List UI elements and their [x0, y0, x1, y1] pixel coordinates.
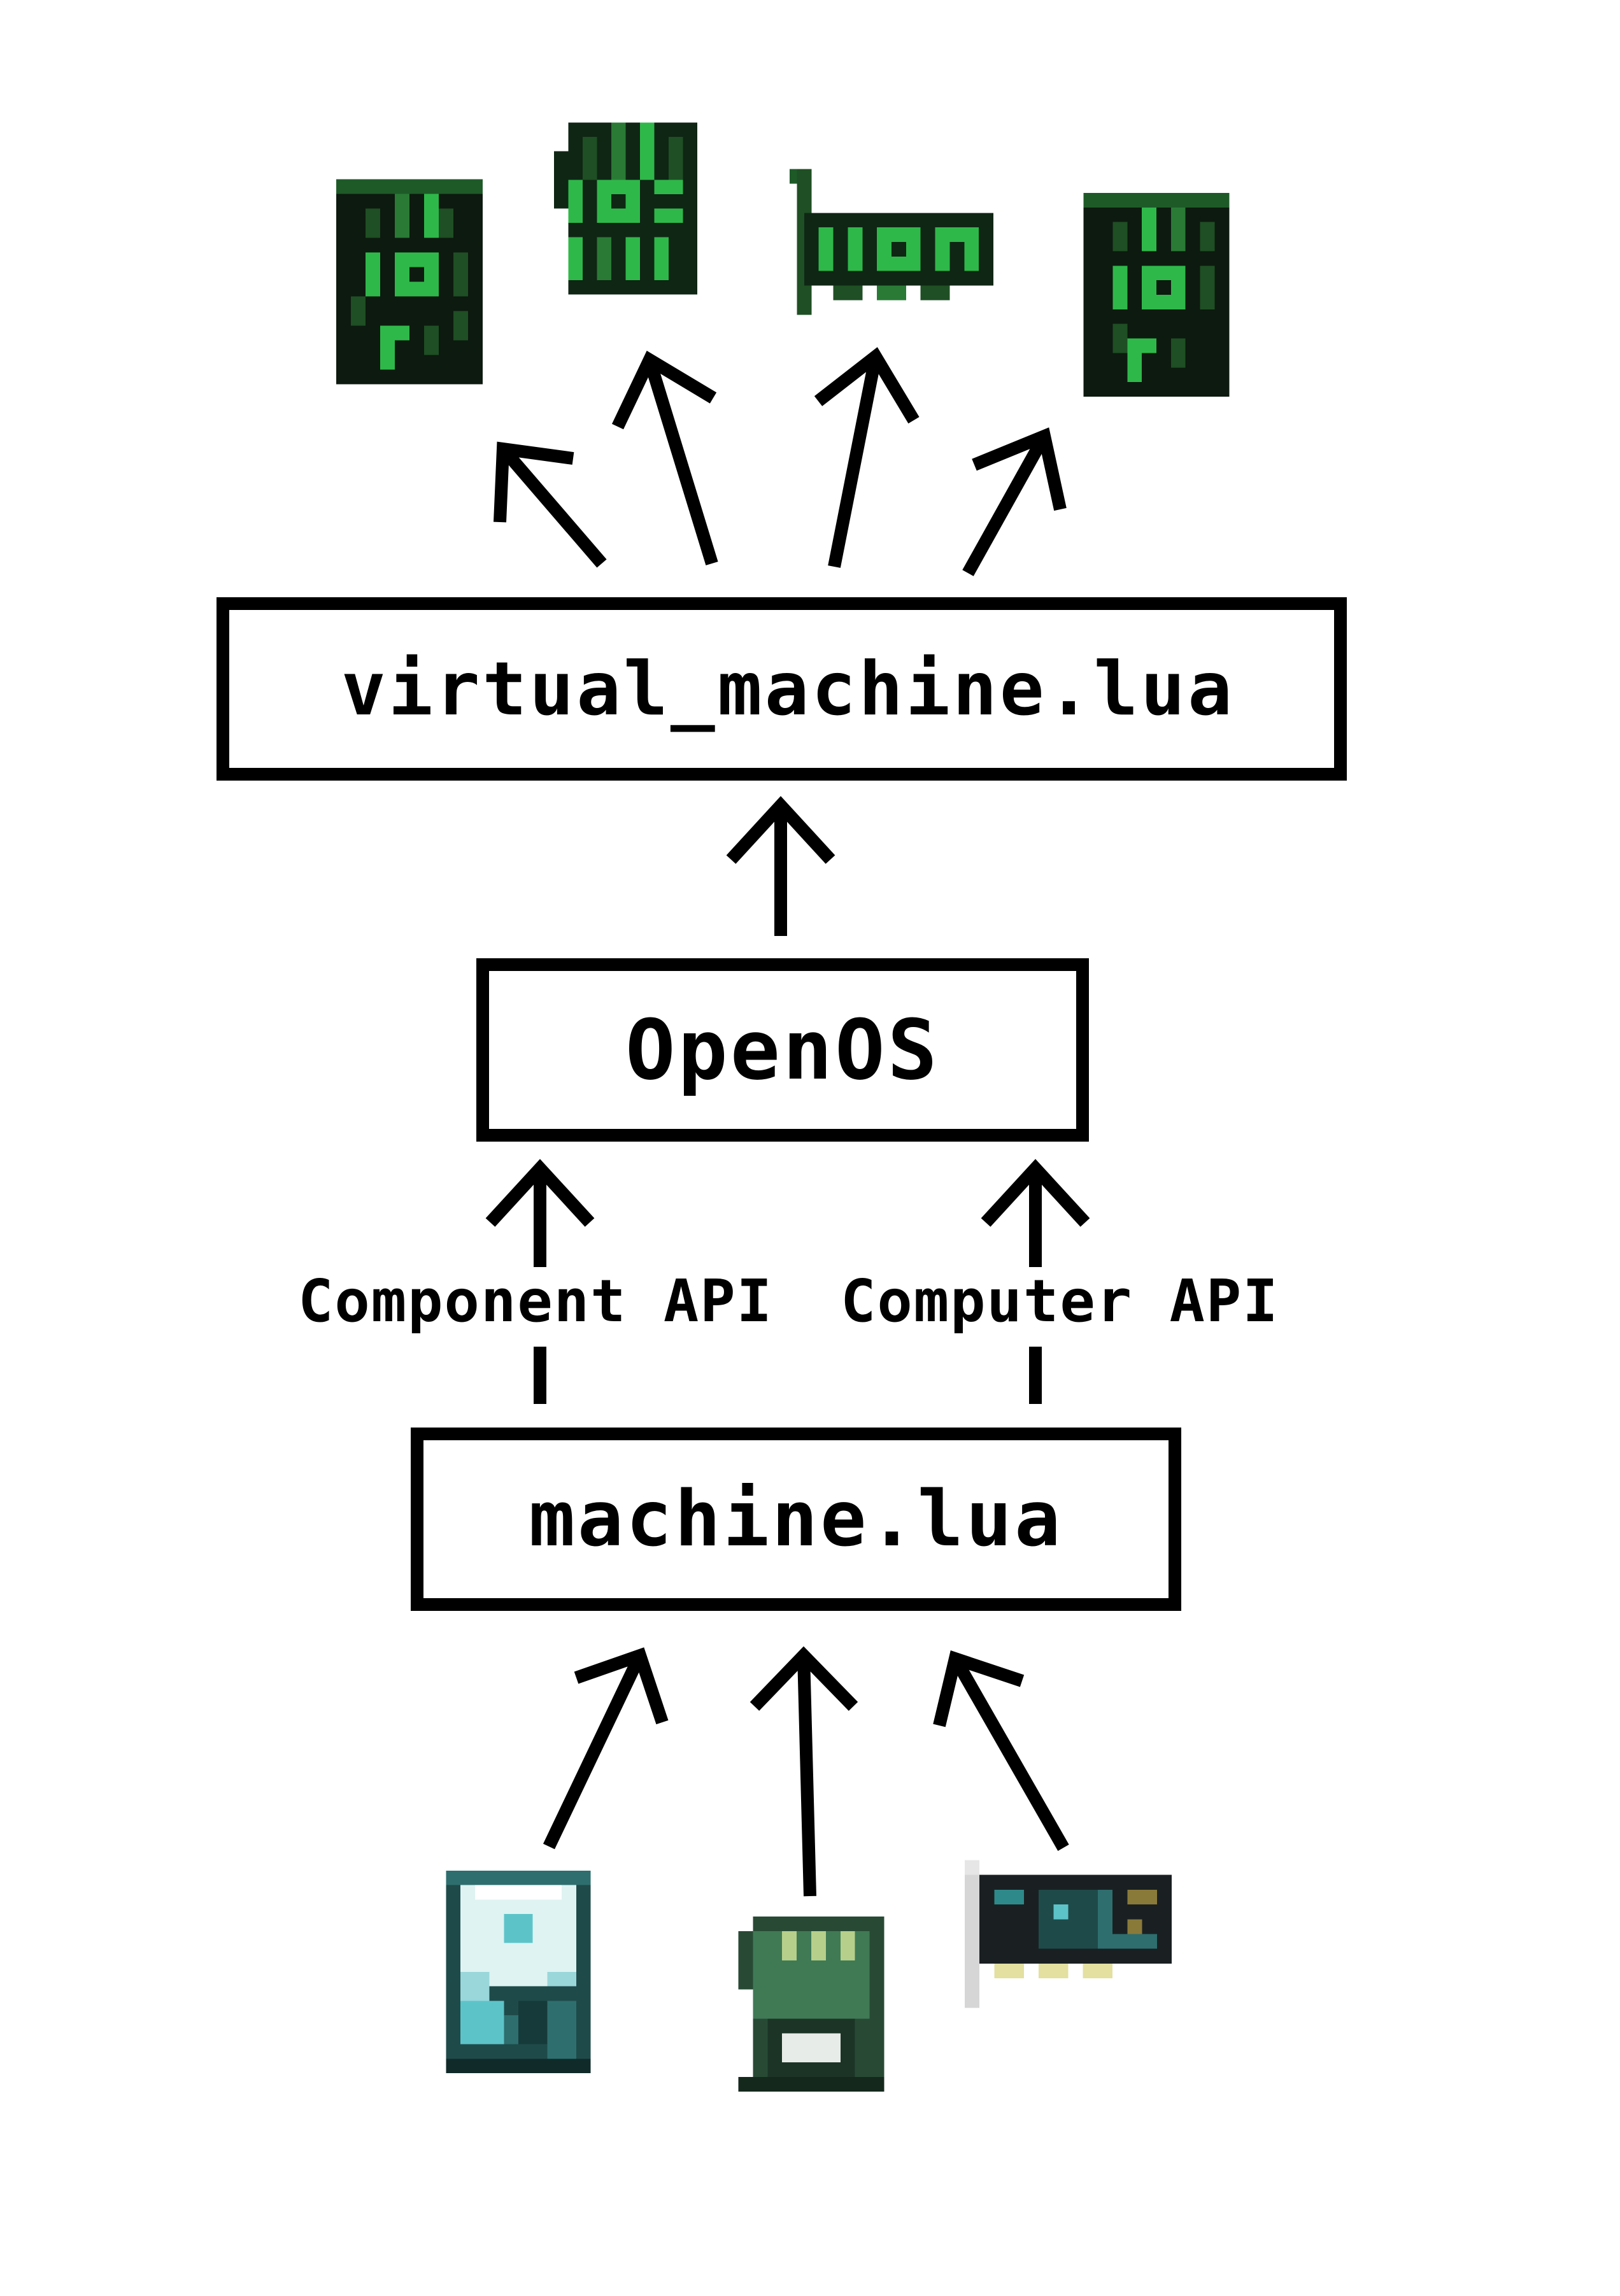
machine-label: machine.lua: [529, 1475, 1063, 1564]
virtual-card-icon: [790, 169, 993, 315]
card-icon: [965, 1860, 1172, 2008]
arrow-icon-hdd-to-machine: [543, 1647, 669, 1850]
arrow-component-api: [485, 1159, 595, 1404]
arrow-openos-to-vm: [726, 796, 835, 936]
hard-drive-icon: [446, 1871, 591, 2073]
virtual-drive-icon: [1083, 193, 1230, 397]
machine-box: machine.lua: [411, 1428, 1181, 1611]
computer-api-label: Computer API: [841, 1267, 1279, 1335]
virtual-machine-label: virtual_machine.lua: [341, 646, 1235, 732]
component-api-label: Component API: [298, 1267, 774, 1335]
arrow-vm-to-icon-1: [494, 441, 607, 568]
openos-box: OpenOS: [476, 958, 1089, 1142]
virtual-hard-drive-icon: [336, 179, 483, 385]
virtual-memory-icon: [554, 122, 697, 295]
arrow-vm-to-icon-3: [814, 347, 920, 568]
arrow-computer-api: [981, 1159, 1090, 1404]
openos-label: OpenOS: [625, 1002, 940, 1098]
arrow-icon-memory-to-machine: [750, 1646, 858, 1897]
arrow-vm-to-icon-2: [611, 350, 718, 565]
arrow-icon-card-to-machine: [933, 1650, 1069, 1851]
arrow-vm-to-icon-4: [962, 427, 1067, 576]
memory-icon: [738, 1917, 885, 2092]
virtual-machine-box: virtual_machine.lua: [217, 597, 1347, 781]
